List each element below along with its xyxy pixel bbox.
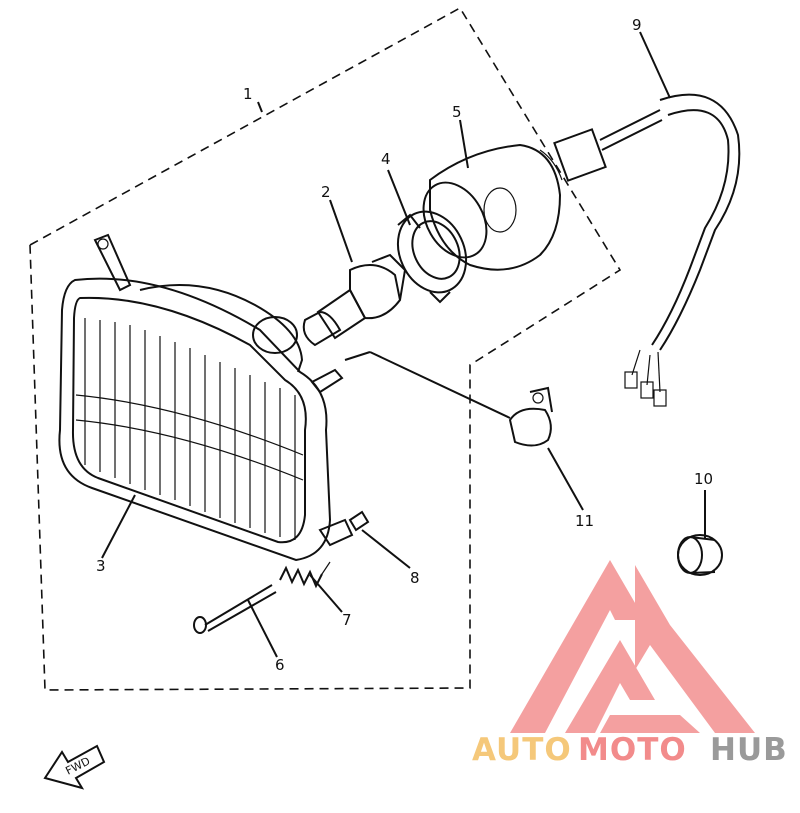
forward-arrow-label: FWD: [63, 754, 92, 777]
part-labels: 1 2 3 4 5 6 7 8 9 10 11: [96, 16, 713, 674]
watermark-logo-icon: [510, 560, 755, 733]
nut: [348, 510, 370, 532]
forward-arrow: FWD: [43, 744, 106, 790]
part-number-5: 5: [452, 103, 462, 121]
bulb-holder: [396, 210, 468, 304]
part-number-3: 3: [96, 557, 106, 575]
automotohub-watermark: AUTO MOTO HUB: [472, 560, 788, 768]
adjusting-screw: [193, 584, 277, 634]
watermark-word-hub: HUB: [710, 732, 788, 768]
part-number-1: 1: [243, 85, 253, 103]
part-number-4: 4: [381, 150, 391, 168]
leader-lines: [101, 31, 706, 658]
headlight-unit: [58, 233, 354, 562]
part-number-7: 7: [342, 611, 352, 629]
part-number-8: 8: [410, 569, 420, 587]
part-number-10: 10: [694, 470, 713, 488]
wire-clamp: [508, 386, 553, 447]
socket-cover: [422, 143, 563, 271]
part-number-9: 9: [632, 16, 642, 34]
wire-harness: [553, 93, 741, 407]
watermark-word-auto: AUTO: [472, 732, 572, 768]
watermark-word-moto: MOTO: [578, 732, 687, 768]
assembly-boundary: [29, 6, 622, 691]
bulb: [302, 253, 407, 347]
part-number-11: 11: [575, 512, 594, 530]
part-number-2: 2: [321, 183, 331, 201]
grommet: [677, 534, 723, 576]
spring: [279, 561, 331, 589]
part-number-6: 6: [275, 656, 285, 674]
